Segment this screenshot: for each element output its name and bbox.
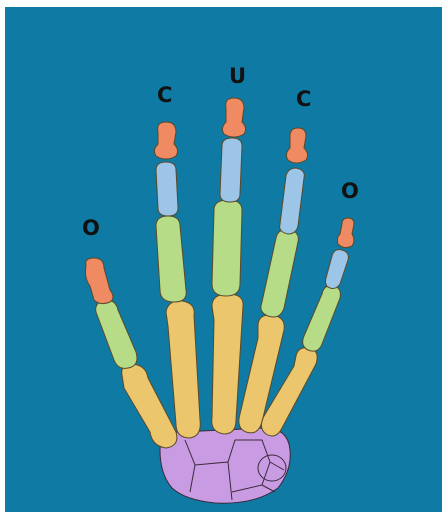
proximal-thumb xyxy=(96,300,137,368)
middle-little xyxy=(326,250,349,289)
proximal-index xyxy=(156,216,186,302)
middle-index xyxy=(156,162,178,216)
label-index: C xyxy=(157,85,172,106)
label-little: O xyxy=(341,181,359,202)
metacarpal-index xyxy=(166,301,200,438)
metacarpal-thumb xyxy=(122,364,177,448)
label-thumb: O xyxy=(82,218,100,239)
proximal-middle xyxy=(212,200,242,296)
distal-little xyxy=(337,218,354,248)
label-middle: U xyxy=(229,66,246,87)
proximal-ring xyxy=(261,230,298,317)
distal-ring xyxy=(286,128,307,163)
metacarpal-bones xyxy=(122,294,317,448)
carpal-bones-shape xyxy=(160,428,290,503)
middle-middle xyxy=(220,138,242,202)
carpal-bones xyxy=(160,428,290,503)
metacarpal-middle xyxy=(212,294,243,434)
middle-ring xyxy=(280,168,305,234)
middle-phalanges xyxy=(156,138,348,289)
proximal-little xyxy=(303,286,341,351)
distal-index xyxy=(154,122,177,159)
distal-thumb xyxy=(86,258,114,304)
distal-middle xyxy=(222,98,245,137)
label-ring: C xyxy=(296,89,311,110)
